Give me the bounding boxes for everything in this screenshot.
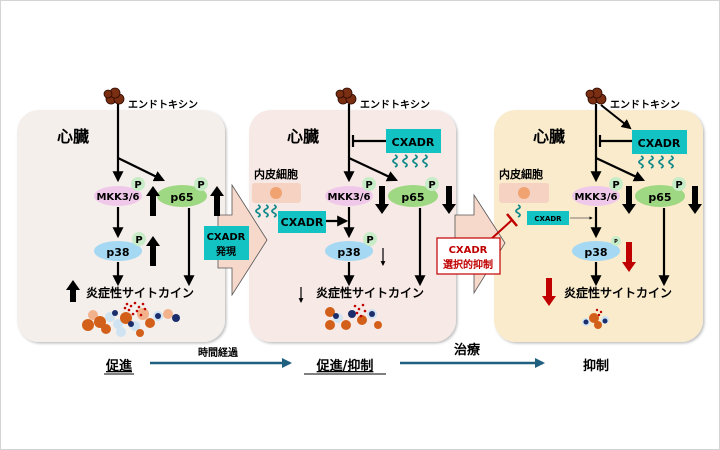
cxadr-endothelial-label: CXADR bbox=[281, 216, 324, 229]
cxadr-selective-inhibition-box bbox=[436, 237, 501, 275]
endothelial-label: 内皮細胞 bbox=[254, 167, 298, 181]
phospho-label: P bbox=[135, 235, 142, 246]
phospho-label: P bbox=[675, 180, 682, 191]
organ-label: 心臓 bbox=[57, 127, 89, 146]
mkk-node bbox=[94, 186, 142, 206]
p38-node bbox=[94, 241, 142, 261]
p65-label: p65 bbox=[401, 191, 424, 204]
stage-label-mixed: 促進/抑制 bbox=[316, 358, 374, 374]
phospho-label: P bbox=[614, 239, 618, 245]
endotoxin-icon bbox=[103, 87, 125, 105]
phospho-label: P bbox=[428, 180, 435, 191]
phospho-p38 bbox=[132, 232, 146, 246]
down-arrow-icon bbox=[622, 186, 636, 214]
phospho-mkk bbox=[609, 177, 623, 191]
inflammatory-cells-icon bbox=[82, 301, 180, 337]
cxadr-expression-box bbox=[204, 226, 249, 260]
phospho-label: P bbox=[612, 180, 619, 191]
red-down-arrow-icon bbox=[542, 278, 556, 306]
phospho-p38 bbox=[363, 232, 377, 246]
phospho-p65 bbox=[672, 177, 686, 191]
cxadr-cardiac-label: CXADR bbox=[392, 136, 435, 149]
cxadr-endothelial-label: CXADR bbox=[534, 215, 562, 223]
phospho-p65 bbox=[425, 177, 439, 191]
endotoxin-label: エンドトキシン bbox=[360, 99, 430, 111]
cxadr-cardiac-box bbox=[386, 129, 441, 153]
therapy-inhibition bbox=[489, 219, 513, 241]
cxadr-endothelial-box bbox=[278, 211, 326, 233]
p65-node bbox=[388, 185, 438, 207]
cxadr-squiggles bbox=[638, 155, 674, 169]
mkk-node bbox=[572, 186, 620, 206]
stage-label-suppress: 抑制 bbox=[583, 358, 609, 374]
endotoxin-label: エンドトキシン bbox=[128, 99, 198, 111]
down-arrow-icon bbox=[442, 186, 456, 214]
p65-label: p65 bbox=[170, 191, 193, 204]
p38-label: p38 bbox=[106, 246, 129, 259]
cxadr-expression-line2: 発現 bbox=[215, 245, 236, 258]
panel-mixed bbox=[249, 110, 456, 342]
p38-node bbox=[572, 241, 620, 261]
down-arrow-icon bbox=[688, 186, 702, 214]
up-arrow-icon bbox=[146, 186, 160, 216]
phospho-mkk bbox=[131, 177, 145, 191]
p65-node bbox=[157, 185, 207, 207]
p65-label: p65 bbox=[648, 191, 671, 204]
cxadr-inhibition-line1: CXADR bbox=[449, 245, 488, 256]
cxadr-endothelial-box bbox=[527, 211, 569, 225]
cytokine-label: 炎症性サイトカイン bbox=[86, 285, 194, 300]
cytokine-label: 炎症性サイトカイン bbox=[564, 285, 672, 300]
phospho-p65 bbox=[194, 177, 208, 191]
phospho-mkk bbox=[362, 177, 376, 191]
cxadr-expression-line1: CXADR bbox=[207, 232, 246, 243]
cxadr-squiggles bbox=[392, 154, 428, 168]
p38-node bbox=[325, 241, 373, 261]
inflammatory-cells-icon bbox=[325, 303, 382, 330]
stage-label-promote: 促進 bbox=[105, 358, 132, 374]
up-arrow-icon bbox=[66, 280, 80, 302]
mkk-label: MKK3/6 bbox=[574, 192, 617, 203]
cxadr-cardiac-box bbox=[632, 130, 687, 154]
panel-promote bbox=[17, 110, 225, 342]
timeline-label-therapy: 治療 bbox=[454, 342, 481, 358]
mkk-label: MKK3/6 bbox=[327, 192, 370, 203]
phospho-label: P bbox=[197, 180, 204, 191]
endotoxin-icon bbox=[585, 87, 607, 105]
inflammatory-cells-icon bbox=[582, 308, 609, 329]
phospho-label: P bbox=[365, 180, 372, 191]
mkk-label: MKK3/6 bbox=[96, 192, 139, 203]
timeline-label-time: 時間経過 bbox=[198, 346, 239, 359]
phospho-label: P bbox=[134, 180, 141, 191]
organ-label: 心臓 bbox=[287, 127, 319, 146]
p65-node bbox=[635, 185, 685, 207]
organ-label: 心臓 bbox=[533, 127, 565, 146]
endotoxin-label: エンドトキシン bbox=[610, 99, 680, 111]
cytokine-label: 炎症性サイトカイン bbox=[316, 285, 424, 300]
endothelial-label: 内皮細胞 bbox=[499, 167, 543, 181]
phospho-label: P bbox=[366, 235, 373, 246]
phospho-p38-small bbox=[611, 236, 621, 246]
p38-label: p38 bbox=[337, 246, 360, 259]
up-arrow-icon bbox=[146, 236, 160, 266]
p38-label: p38 bbox=[584, 246, 607, 259]
down-arrow-icon bbox=[375, 186, 389, 214]
up-arrow-icon bbox=[210, 186, 224, 216]
red-down-arrow-icon bbox=[622, 242, 636, 272]
cxadr-cardiac-label: CXADR bbox=[638, 137, 681, 150]
mkk-node bbox=[325, 186, 373, 206]
cxadr-inhibition-line2: 選択的抑制 bbox=[443, 258, 493, 271]
endotoxin-icon bbox=[335, 87, 357, 105]
